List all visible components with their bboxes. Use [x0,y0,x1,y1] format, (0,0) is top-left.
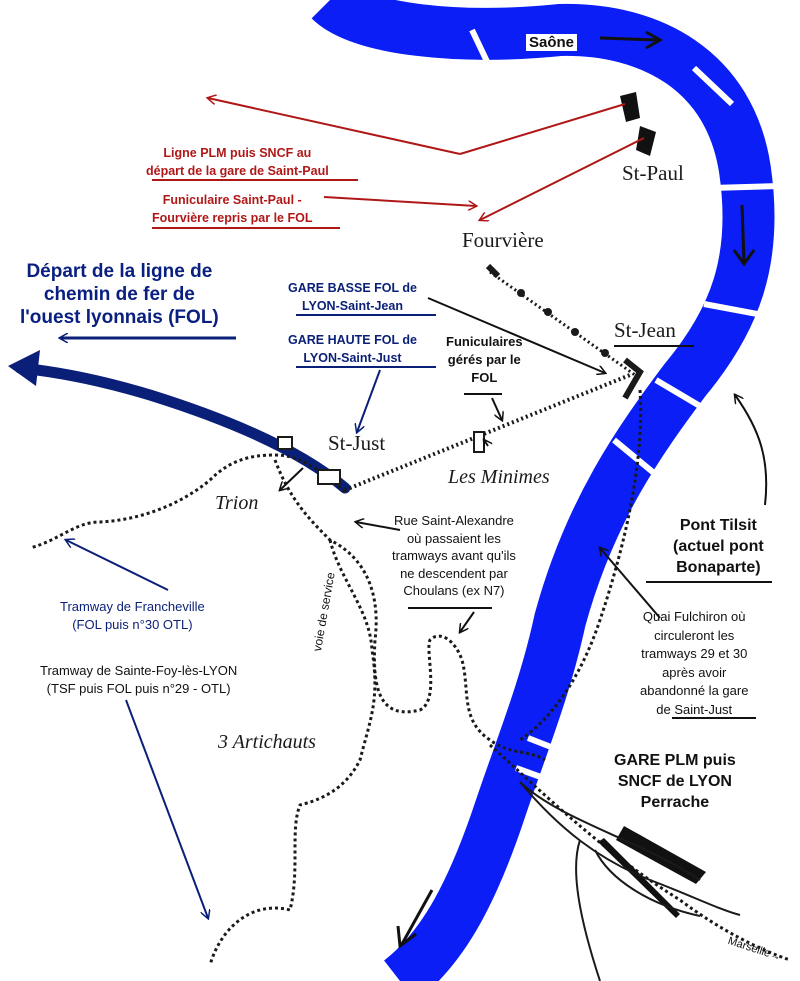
gare-haute-label: GARE HAUTE FOL de LYON-Saint-Just [288,331,417,367]
depart-fol-line-1: Départ de la ligne de [26,261,213,282]
red-arrows [208,98,645,220]
gare-haute-line-1: GARE HAUTE FOL de [288,333,417,347]
rue-st-alexandre-line-5: Choulans (ex N7) [403,583,505,598]
quai-fulchiron-line-4: après avoir [662,664,727,680]
fol-line [8,338,351,494]
saone-river [311,0,781,981]
rue-st-alexandre-line-2: où passaient les [406,530,501,546]
rue-st-alexandre-line-1: Rue Saint-Alexandre [393,513,514,528]
st-just-label: St-Just [328,431,386,455]
gare-perrache-line-1: GARE PLM puis [614,752,736,769]
rue-st-alexandre-line-4: ne descendent par [400,565,508,581]
tram-ste-foy-line-2: (TSF puis FOL puis n°29 - OTL) [46,681,231,696]
quai-fulchiron-line-2: circuleront les [654,627,735,643]
trois-artichauts-label: 3 Artichauts [218,731,316,753]
quai-fulchiron-line-3: tramways 29 et 30 [641,646,748,661]
tram-ste-foy-line-1: Tramway de Sainte-Foy-lès-LYON [40,663,238,678]
gare-perrache-line-2: SNCF de LYON [617,773,732,790]
quai-fulchiron-line-1: Quai Fulchiron où [642,609,746,624]
funiculaire-st-paul-line-1: Funiculaire Saint-Paul - [162,193,302,207]
funiculaires-fol-line-2: gérés par le [447,352,521,367]
trion-label: Trion [215,492,259,514]
gare-perrache-line-3: Perrache [640,794,710,811]
gare-basse-line-1: GARE BASSE FOL de [288,281,417,295]
ligne-plm-line-1: Ligne PLM puis SNCF au [163,146,312,160]
depart-fol-line-2: chemin de fer de [43,284,195,305]
ligne-plm-line-2: départ de la gare de Saint-Paul [146,164,329,178]
rue-st-alexandre-label: Rue Saint-Alexandre où passaient les tra… [392,512,516,600]
underlines [152,179,772,719]
funiculaires-fol-line-1: Funiculaires [446,334,523,349]
funiculaire-st-paul-label: Funiculaire Saint-Paul - Fourvière repri… [152,191,312,227]
tram-francheville-label: Tramway de Francheville (FOL puis n°30 O… [60,598,205,634]
gare-perrache-label: GARE PLM puis SNCF de LYON Perrache [614,750,736,813]
tram-ste-foy-label: Tramway de Sainte-Foy-lès-LYON (TSF puis… [40,662,237,698]
gare-basse-line-2: LYON-Saint-Jean [302,299,403,313]
pont-tilsit-line-2: (actuel pont [673,538,764,555]
gare-basse-label: GARE BASSE FOL de LYON-Saint-Jean [288,279,417,315]
tram-lines [29,389,791,966]
perrache-tracks [519,781,741,981]
tram-francheville-line-1: Tramway de Francheville [60,599,205,614]
gare-haute-line-2: LYON-Saint-Just [303,351,402,365]
stations [598,92,706,918]
rue-st-alexandre-line-3: tramways avant qu'ils [392,548,516,563]
saone-label: Saône [526,34,578,51]
ligne-plm-label: Ligne PLM puis SNCF au départ de la gare… [146,144,329,180]
pont-tilsit-label: Pont Tilsit (actuel pont Bonaparte) [673,515,764,578]
funiculaires-fol-line-3: FOL [471,370,498,385]
depart-fol-label: Départ de la ligne de chemin de fer de l… [20,260,219,329]
tram-francheville-line-2: (FOL puis n°30 OTL) [72,617,193,632]
depart-fol-line-3: l'ouest lyonnais (FOL) [20,307,219,328]
quai-fulchiron-line-5: abandonné la gare [640,683,749,698]
fourviere-label: Fourvière [462,228,544,252]
st-paul-label: St-Paul [622,161,684,185]
funiculars [277,263,644,492]
pointer-arrows [66,297,768,918]
st-jean-label: St-Jean [614,318,676,342]
quai-fulchiron-label: Quai Fulchiron où circuleront les tramwa… [640,608,748,719]
pont-tilsit-line-3: Bonaparte) [676,559,761,576]
funiculaire-st-paul-line-2: Fourvière repris par le FOL [152,211,313,225]
funiculaires-fol-label: Funiculaires gérés par le FOL [446,333,523,387]
les-minimes-label: Les Minimes [448,466,550,488]
pont-tilsit-line-1: Pont Tilsit [679,517,757,534]
quai-fulchiron-line-6: de Saint-Just [656,701,733,717]
